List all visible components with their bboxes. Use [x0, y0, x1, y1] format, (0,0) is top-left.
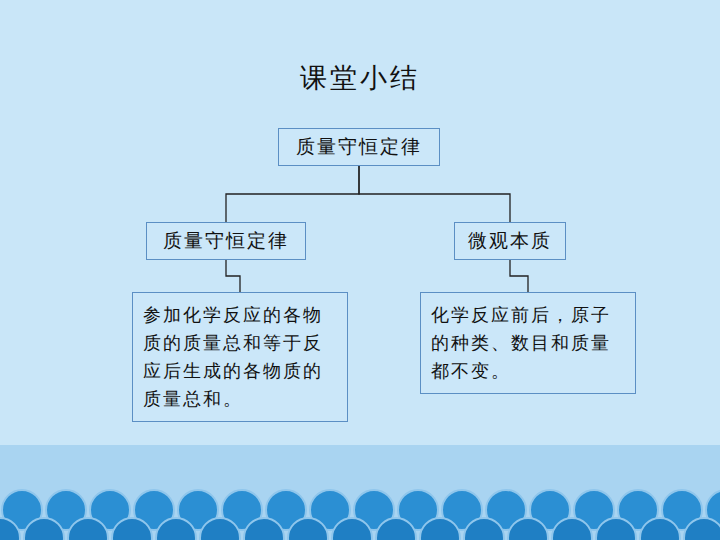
wave-bump	[288, 518, 328, 540]
wave-bump	[684, 518, 720, 540]
node-text: 参加化学反应的各物质的质量总和等于反应后生成的各物质的质量总和。	[143, 301, 337, 413]
root-box: 质量守恒定律	[278, 128, 440, 166]
detail-box: 参加化学反应的各物质的质量总和等于反应后生成的各物质的质量总和。	[132, 292, 348, 422]
node-text: 化学反应前后，原子的种类、数目和质量都不变。	[431, 301, 625, 385]
tree-connector	[226, 166, 359, 222]
tree-connector	[510, 260, 528, 292]
wave-bump	[552, 518, 592, 540]
branch-box: 质量守恒定律	[146, 222, 306, 260]
wave-bump	[112, 518, 152, 540]
wave-bump	[508, 518, 548, 540]
node-text: 微观本质	[465, 228, 555, 254]
wave-bump	[376, 518, 416, 540]
branch-box: 微观本质	[454, 222, 566, 260]
tree-connector	[226, 260, 240, 292]
wave-bump	[244, 518, 284, 540]
wave-bump	[640, 518, 680, 540]
node-text: 质量守恒定律	[157, 228, 295, 254]
wave-bump	[420, 518, 460, 540]
wave-bump	[464, 518, 504, 540]
wave-bump	[0, 518, 20, 540]
tree-connector	[359, 166, 510, 222]
wave-bump	[596, 518, 636, 540]
slide-title: 课堂小结	[0, 60, 720, 96]
wave-bumps	[0, 490, 720, 540]
wave-bump	[68, 518, 108, 540]
node-text: 质量守恒定律	[289, 134, 429, 160]
detail-box: 化学反应前后，原子的种类、数目和质量都不变。	[420, 292, 636, 394]
wave-bump	[332, 518, 372, 540]
wave-bump	[156, 518, 196, 540]
wave-bump	[200, 518, 240, 540]
wave-bump	[24, 518, 64, 540]
